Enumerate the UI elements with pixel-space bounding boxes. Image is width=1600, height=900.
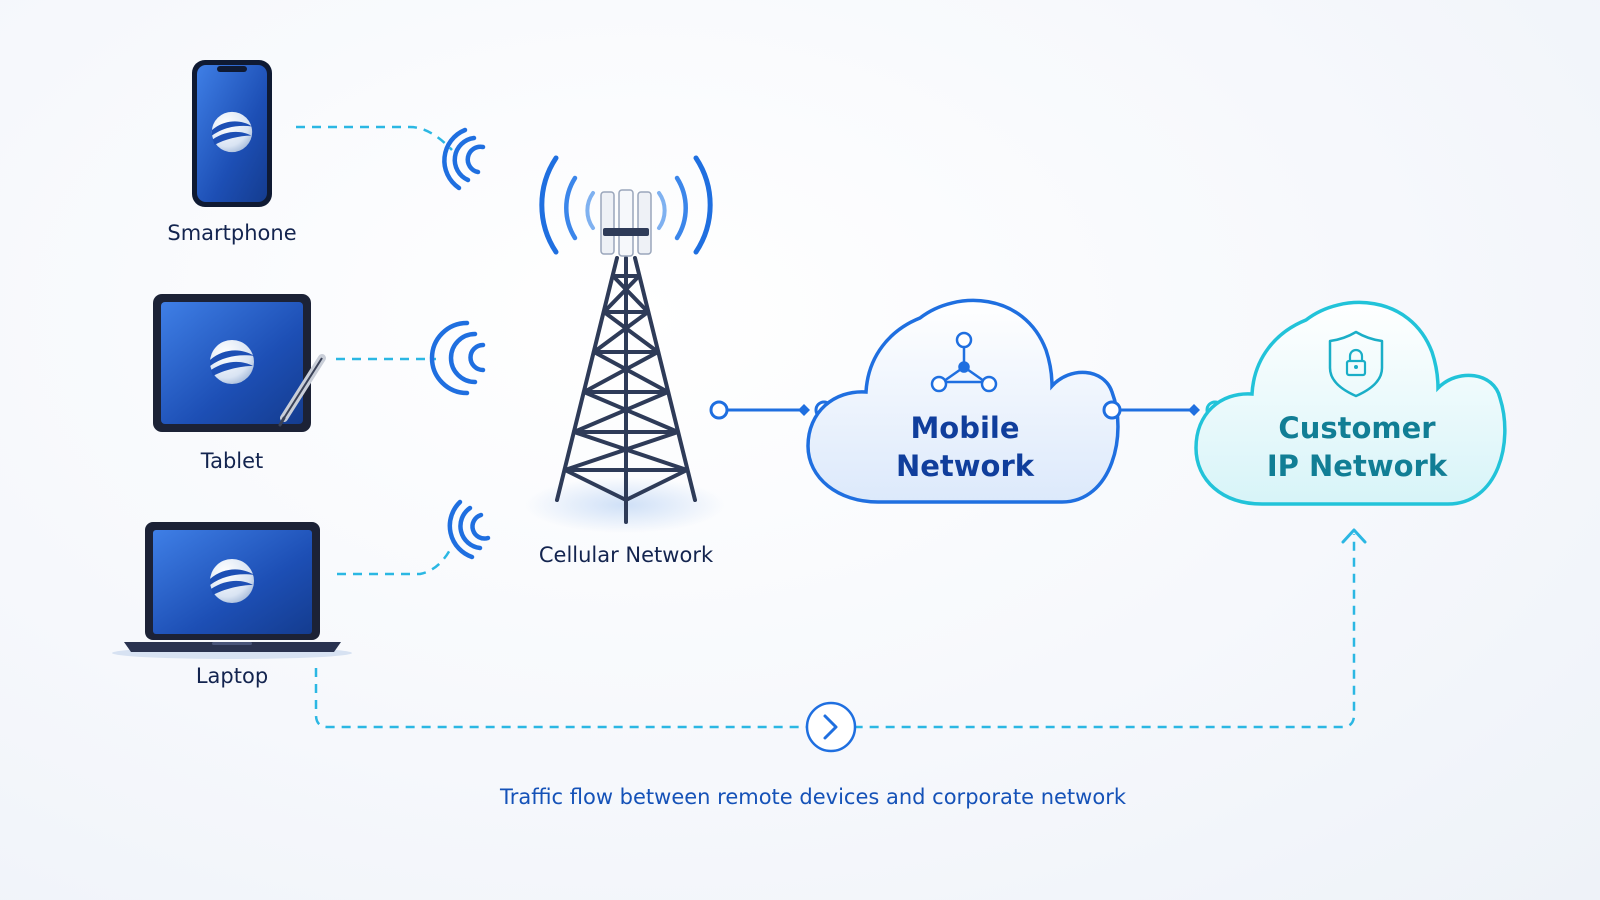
smartphone-icon: [192, 60, 272, 207]
laptop-signal-icon: [447, 499, 491, 560]
stylus-icon: [278, 354, 326, 427]
laptop-icon: [112, 522, 352, 659]
cellular-network-label: Cellular Network: [539, 543, 714, 567]
traffic-flow-line: [314, 534, 1356, 729]
laptop-label: Laptop: [196, 664, 268, 688]
traffic-flow-marker: [805, 701, 857, 753]
tablet-signal-icon: [429, 320, 486, 396]
customer-network-title-line2: IP Network: [1267, 449, 1448, 483]
tower-to-mobile-connector: [709, 400, 834, 420]
tablet-label: Tablet: [200, 449, 264, 473]
customer-cloud-shape: [1194, 300, 1507, 506]
mobile-network-title-line2: Network: [896, 449, 1035, 483]
customer-ip-network-cloud: Customer IP Network: [1194, 300, 1507, 506]
chevron-right-icon: [823, 714, 838, 740]
network-nodes-icon: [930, 331, 998, 393]
smartphone-signal-icon: [442, 127, 486, 191]
mobile-cloud-shape: [806, 298, 1120, 504]
smartphone-device: Smartphone: [167, 60, 297, 245]
customer-network-title-line1: Customer: [1278, 411, 1436, 445]
traffic-flow-arrowhead: [1341, 528, 1367, 544]
cell-tower-icon: [525, 155, 725, 533]
shield-lock-icon: [1328, 330, 1384, 398]
smartphone-label: Smartphone: [167, 221, 296, 245]
link-laptop: [337, 545, 454, 576]
link-smartphone: [296, 125, 453, 151]
tablet-icon: [153, 294, 326, 432]
cell-tower: Cellular Network: [525, 155, 725, 567]
diagram-caption: Traffic flow between remote devices and …: [499, 785, 1127, 809]
mobile-network-cloud: Mobile Network: [806, 298, 1120, 504]
dashed-links: [296, 125, 1367, 729]
laptop-device: Laptop: [112, 522, 352, 688]
mobile-network-title-line1: Mobile: [910, 411, 1019, 445]
tablet-device: Tablet: [153, 294, 326, 473]
